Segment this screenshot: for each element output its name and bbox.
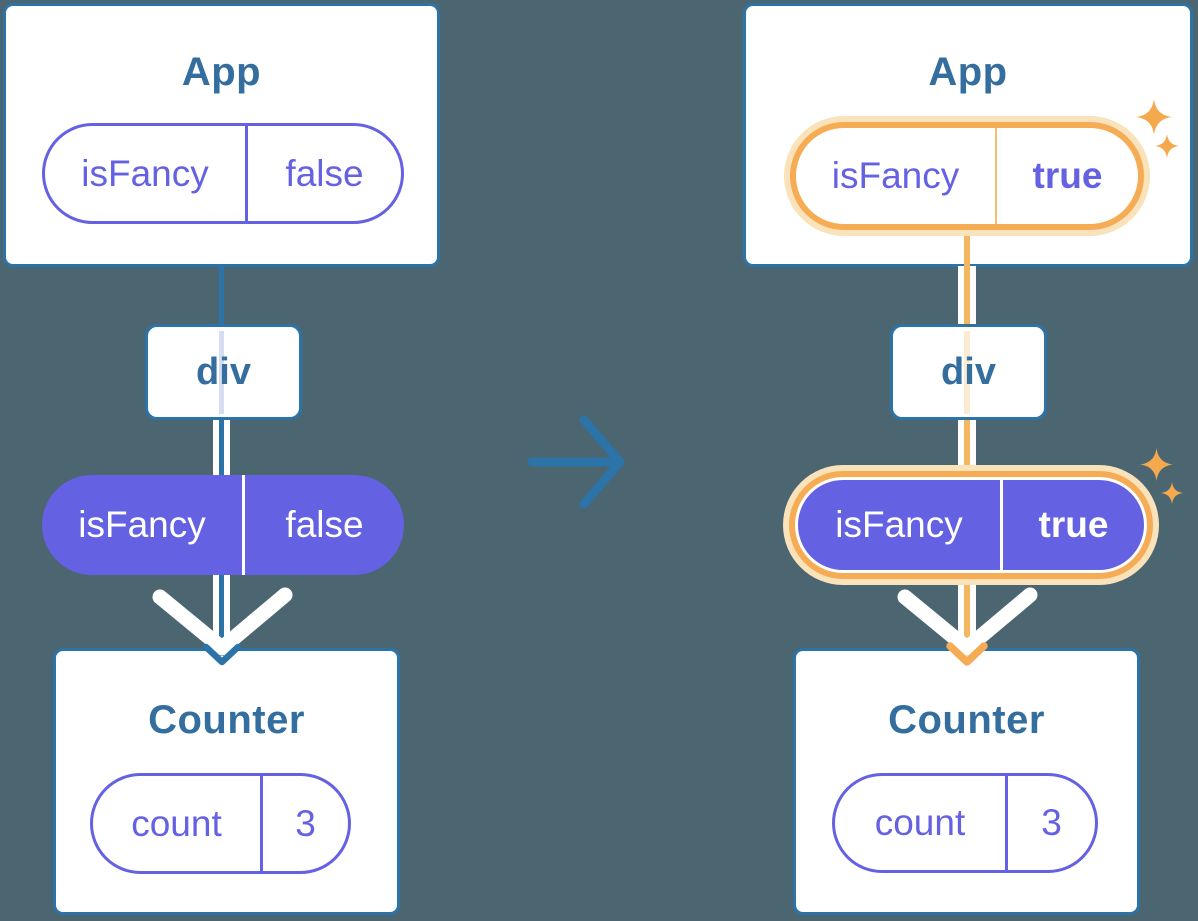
left-line-app-to-div [219,266,224,326]
right-pipe2-white-a [958,585,964,650]
right-div-label: div [941,350,996,393]
right-pipe1-white-a [958,420,964,465]
right-counter-state-pill: count 3 [832,773,1098,873]
right-pipe2-white-b [970,585,976,650]
left-app-title: App [181,50,262,94]
prop-key: isFancy [42,475,245,575]
left-pipe-white-b [224,420,230,477]
left-counter-state-pill: count 3 [90,773,351,874]
left-arrowhead-icon [202,643,242,666]
right-pipe1-white-b [970,420,976,465]
left-line-through-div [219,331,224,414]
prop-value: false [285,152,364,194]
left-pipe2-white-b [224,575,230,650]
right-passed-prop-pill: isFancy true [795,477,1147,573]
prop-key: isFancy [45,126,248,221]
prop-key: isFancy [796,128,997,224]
left-pipe2-blue [219,575,224,656]
left-pipe2-white-a [213,575,219,650]
right-app-prop-pill: isFancy true [790,122,1144,230]
prop-value: false [285,504,364,545]
left-passed-prop-pill: isFancy false [42,475,404,575]
left-counter-title: Counter [148,698,305,742]
sparkle-icon [1136,99,1172,135]
transition-arrow-icon [527,415,625,509]
right-line-through-div [964,331,970,414]
right-pipe0-white-a [958,266,964,326]
sparkle-icon [1155,134,1179,158]
right-pipe0-orange [964,266,970,326]
right-app-title: App [928,50,1008,94]
right-pipe2-orange [964,585,970,656]
state-key: count [93,776,263,871]
right-pipe1-orange [964,420,970,465]
state-key: count [835,776,1008,870]
left-div-label: div [196,350,251,393]
right-arrowhead-icon [946,642,988,666]
state-value: 3 [295,802,316,844]
prop-value: true [1032,155,1103,196]
left-big-arrow-chevron-icon [152,587,293,656]
state-value: 3 [1041,802,1062,843]
right-line-in-app [964,236,970,267]
prop-key: isFancy [798,480,1003,570]
left-pipe-blue [219,420,224,477]
right-pipe0-white-b [970,266,976,326]
right-big-arrow-chevron-icon [897,587,1038,656]
left-pipe-white-a [213,420,219,477]
sparkle-icon [1161,482,1183,504]
right-counter-title: Counter [888,698,1045,742]
left-app-prop-pill: isFancy false [42,123,404,224]
sparkle-icon [1140,448,1173,481]
prop-value: true [1038,504,1109,545]
